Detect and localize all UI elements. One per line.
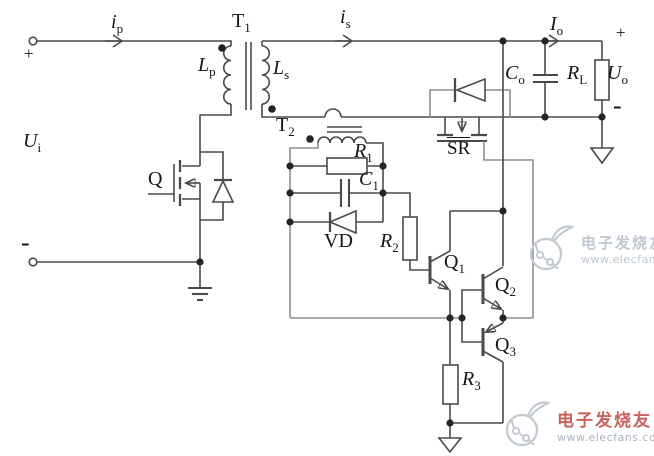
bjt-q1 [428, 211, 451, 318]
q-body-diode [211, 179, 235, 203]
input-terminal-positive [28, 36, 38, 46]
label-rl: RL [567, 62, 588, 87]
label-is: is [340, 6, 351, 31]
secondary-bottom-rail [261, 104, 602, 118]
t2-primary-turn [324, 108, 342, 118]
label-input-plus: + [24, 44, 34, 63]
t2-secondary-winding [317, 136, 367, 144]
label-ls: Ls [273, 57, 290, 82]
t2-polarity-dot [306, 135, 314, 143]
label-q2: Q2 [495, 274, 516, 299]
winding-ls [261, 45, 270, 105]
label-input-minus: - [21, 228, 30, 257]
watermark-bottom: 电子发烧友 www.elecfans.com [500, 398, 654, 452]
label-q3: Q3 [495, 334, 516, 359]
label-lp: Lp [198, 54, 216, 79]
label-r2: R2 [380, 230, 399, 255]
mosfet-q [148, 151, 235, 288]
label-sr: SR [447, 138, 471, 159]
junction-dots [196, 37, 606, 427]
mosfet-sr [429, 77, 534, 318]
driver-ground [437, 423, 463, 454]
elecfans-logo-icon [529, 225, 576, 271]
label-uo: Uo [607, 62, 628, 87]
label-vd: VD [324, 230, 353, 252]
current-transformer-t2 [289, 126, 384, 318]
sr-body-diode [454, 77, 486, 103]
primary-ground [188, 286, 212, 302]
label-c1: C1 [359, 168, 379, 193]
primary-wiring [37, 40, 232, 263]
q-body-diode-loop [200, 151, 224, 221]
driver-supply-branch [450, 41, 504, 266]
output-ground [589, 117, 615, 165]
transformer-t1 [218, 41, 276, 113]
capacitor-c1 [290, 179, 383, 207]
label-co: Co [505, 62, 525, 87]
lp-polarity-dot [218, 44, 226, 52]
diode-vd [290, 209, 383, 235]
label-ui: Ui [23, 130, 42, 155]
sr-body-diode-loop [429, 89, 511, 117]
driver-rails [290, 317, 533, 424]
t2-core [327, 126, 362, 133]
label-t1: T1 [232, 10, 251, 35]
label-output-plus: + [616, 23, 626, 42]
sr-gate-wire [483, 141, 534, 318]
winding-lp [223, 45, 232, 105]
watermark-brand-text: 电子发烧友 [581, 234, 654, 252]
label-r1: R1 [354, 140, 373, 165]
label-output-minus: - [613, 91, 622, 120]
label-io: Io [550, 13, 564, 38]
t1-core [245, 42, 252, 110]
q-gate [148, 164, 175, 202]
label-q: Q [148, 168, 163, 190]
watermark-url-text: www.elecfans.com [581, 253, 654, 266]
label-q1: Q1 [444, 251, 465, 276]
watermark-brand-text: 电子发烧友 [557, 411, 652, 431]
capacitor-co [533, 41, 558, 117]
resistor-r2 [383, 192, 430, 271]
label-ip: ip [111, 11, 124, 36]
watermark-mid: 电子发烧友 www.elecfans.com [524, 222, 654, 276]
watermark-url-text: www.elecfans.com [557, 431, 654, 444]
elecfans-logo-icon [505, 401, 552, 447]
label-r3: R3 [462, 368, 481, 393]
input-terminal-negative [28, 257, 38, 267]
bjt-q3 [461, 318, 504, 423]
ls-polarity-dot [268, 105, 276, 113]
label-t2: T2 [276, 114, 295, 139]
resistor-r3 [442, 318, 459, 423]
